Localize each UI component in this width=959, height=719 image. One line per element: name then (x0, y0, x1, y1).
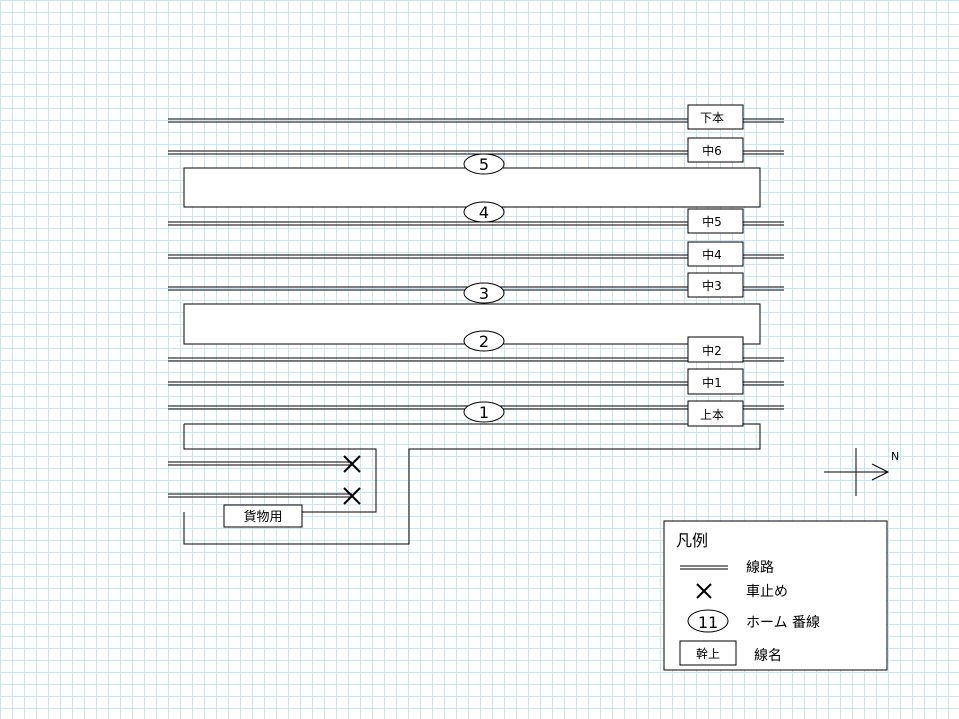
siding-lower (168, 493, 352, 498)
track-naka1 (168, 381, 784, 386)
track-naka5 (168, 221, 784, 226)
legend-buffer-stop-label: 車止め (746, 583, 788, 600)
line-label-shimohon: 下本 (700, 111, 724, 125)
platform-number-3: 3 (479, 284, 489, 303)
siding-upper (168, 461, 352, 466)
line-label-kamihon: 上本 (700, 408, 724, 422)
platform-island-4-5 (183, 167, 761, 208)
line-label-naka6: 中6 (702, 143, 722, 158)
platform-number-4: 4 (479, 203, 489, 222)
buffer-stop-icon (343, 487, 361, 505)
platform-number-1: 1 (479, 403, 489, 422)
legend-line-sample: 幹上 (696, 646, 720, 661)
platform-1-outline (183, 423, 761, 545)
legend-title: 凡例 (676, 531, 708, 550)
north-arrow-icon (824, 448, 890, 496)
legend-buffer-stop-icon (696, 583, 712, 599)
platform-number-2: 2 (479, 332, 489, 351)
platform-number-5: 5 (479, 155, 489, 174)
buffer-stop-icon (343, 455, 361, 473)
track-naka2 (168, 357, 784, 362)
freight-label: 貨物用 (243, 509, 282, 525)
legend-track-icon (680, 565, 728, 570)
legend-platform-label: ホーム 番線 (746, 615, 820, 631)
line-label-naka5: 中5 (702, 214, 722, 229)
track-naka6 (168, 150, 784, 155)
freight-label-box (223, 504, 303, 528)
track-shimohon (168, 118, 784, 123)
line-label-naka1: 中1 (702, 375, 722, 390)
line-label-naka4: 中4 (702, 247, 722, 262)
legend-line-name-label: 線名 (754, 648, 782, 664)
track-naka4 (168, 254, 784, 259)
legend-track-label: 線路 (746, 560, 774, 576)
legend-platform-sample: 11 (698, 613, 718, 632)
compass-north-label: N (891, 450, 899, 463)
line-label-naka3: 中3 (702, 278, 722, 293)
line-label-naka2: 中2 (702, 343, 722, 358)
